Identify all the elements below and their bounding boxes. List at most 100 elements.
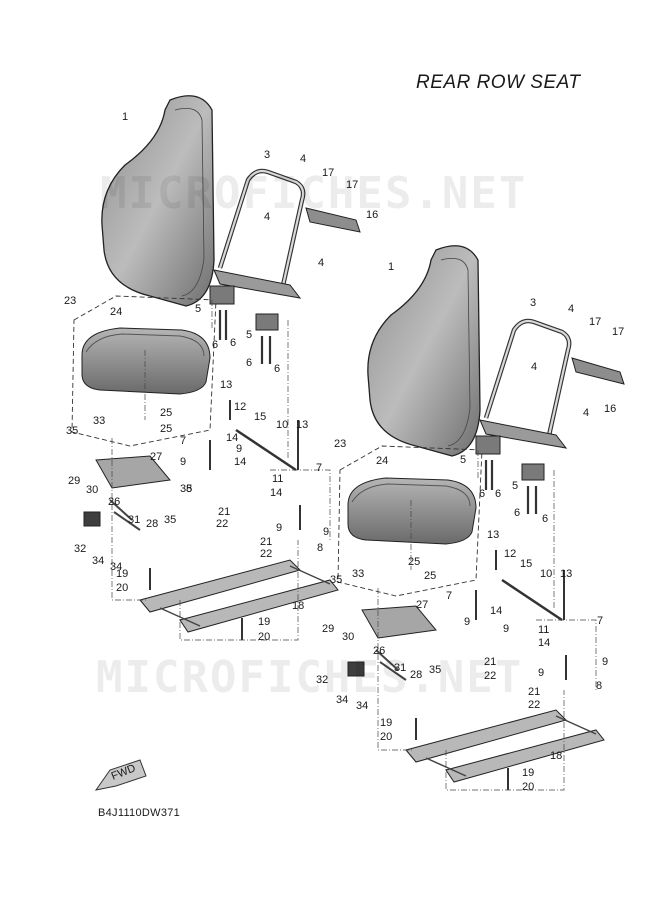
right-callout-15: 15 <box>520 558 532 570</box>
seat-cushion-right <box>347 477 477 545</box>
left-callout-8: 8 <box>317 542 323 554</box>
left-callout-16: 16 <box>366 209 378 221</box>
left-callout-9: 9 <box>180 456 186 468</box>
right-callout-25: 25 <box>424 570 436 582</box>
right-callout-22: 22 <box>484 670 496 682</box>
right-callout-20: 20 <box>522 781 534 793</box>
left-callout-6: 6 <box>246 357 252 369</box>
left-callout-21: 21 <box>260 536 272 548</box>
right-callout-33: 33 <box>352 568 364 580</box>
right-callout-32: 32 <box>316 674 328 686</box>
left-callout-27: 27 <box>150 451 162 463</box>
right-callout-29: 29 <box>322 623 334 635</box>
right-callout-20: 20 <box>380 731 392 743</box>
left-callout-5: 5 <box>246 329 252 341</box>
left-callout-26: 26 <box>108 496 120 508</box>
left-callout-7: 7 <box>180 435 186 447</box>
bracket-16-left <box>305 207 361 233</box>
left-callout-9: 9 <box>236 443 242 455</box>
left-callout-4: 4 <box>264 211 270 223</box>
right-callout-28: 28 <box>410 669 422 681</box>
left-callout-10: 10 <box>276 419 288 431</box>
right-callout-14: 14 <box>538 637 550 649</box>
left-callout-32: 32 <box>74 543 86 555</box>
left-callout-20: 20 <box>116 582 128 594</box>
right-callout-10: 10 <box>540 568 552 580</box>
left-callout-24: 24 <box>110 306 122 318</box>
right-callout-19: 19 <box>380 717 392 729</box>
right-callout-31: 31 <box>394 662 406 674</box>
right-callout-25: 25 <box>408 556 420 568</box>
left-callout-30: 30 <box>86 484 98 496</box>
base-plate-27-left <box>95 455 171 489</box>
seat-back-left <box>101 95 215 307</box>
left-callout-14: 14 <box>270 487 282 499</box>
left-callout-9: 9 <box>323 526 329 538</box>
left-callout-25: 25 <box>160 423 172 435</box>
right-callout-7: 7 <box>597 615 603 627</box>
right-callout-21: 21 <box>484 656 496 668</box>
left-callout-34: 34 <box>92 555 104 567</box>
left-seat-assembly <box>71 95 361 641</box>
left-callout-6: 6 <box>230 337 236 349</box>
right-callout-9: 9 <box>503 623 509 635</box>
right-callout-21: 21 <box>528 686 540 698</box>
left-callout-29: 29 <box>68 475 80 487</box>
left-callout-25: 25 <box>160 407 172 419</box>
right-callout-16: 16 <box>604 403 616 415</box>
right-callout-17: 17 <box>589 316 601 328</box>
right-callout-6: 6 <box>514 507 520 519</box>
left-callout-20: 20 <box>258 631 270 643</box>
fwd-arrow-icon <box>94 759 147 791</box>
left-callout-35: 35 <box>164 514 176 526</box>
left-callout-7: 7 <box>316 462 322 474</box>
right-callout-27: 27 <box>416 599 428 611</box>
left-callout-35: 35 <box>66 425 78 437</box>
right-callout-6: 6 <box>495 488 501 500</box>
left-callout-22: 22 <box>260 548 272 560</box>
right-callout-35: 35 <box>429 664 441 676</box>
right-callout-9: 9 <box>602 656 608 668</box>
left-callout-31: 31 <box>128 514 140 526</box>
right-seat-assembly <box>337 245 625 791</box>
right-callout-9: 9 <box>464 616 470 628</box>
right-callout-13: 13 <box>560 568 572 580</box>
right-callout-26: 26 <box>373 645 385 657</box>
right-callout-8: 8 <box>596 680 602 692</box>
right-callout-34: 34 <box>336 694 348 706</box>
diagram-code: B4J1110DW371 <box>98 807 181 819</box>
left-callout-14: 14 <box>226 432 238 444</box>
left-callout-4: 4 <box>318 257 324 269</box>
watermark-top: MICROFICHES.NET <box>100 168 528 219</box>
right-callout-6: 6 <box>542 513 548 525</box>
right-callout-22: 22 <box>528 699 540 711</box>
right-callout-1: 1 <box>388 261 394 273</box>
left-callout-14: 14 <box>234 456 246 468</box>
right-callout-17: 17 <box>612 326 624 338</box>
right-callout-9: 9 <box>538 667 544 679</box>
right-callout-13: 13 <box>487 529 499 541</box>
diagram-title: REAR ROW SEAT <box>416 72 581 93</box>
left-callout-35: 35 <box>180 483 192 495</box>
right-callout-24: 24 <box>376 455 388 467</box>
left-callout-17: 17 <box>346 179 358 191</box>
left-callout-28: 28 <box>146 518 158 530</box>
left-callout-6: 6 <box>274 363 280 375</box>
base-plate-27-right <box>361 605 437 639</box>
slide-rails-18-right <box>405 709 605 783</box>
left-callout-4: 4 <box>300 153 306 165</box>
bracket-16-right <box>571 357 625 385</box>
left-callout-13: 13 <box>220 379 232 391</box>
right-callout-5: 5 <box>460 454 466 466</box>
left-callout-9: 9 <box>276 522 282 534</box>
right-callout-34: 34 <box>356 700 368 712</box>
left-callout-12: 12 <box>234 401 246 413</box>
cushion-group-box-left <box>71 295 217 447</box>
left-callout-21: 21 <box>218 506 230 518</box>
seat-cushion-left <box>81 327 211 395</box>
right-callout-3: 3 <box>530 297 536 309</box>
left-callout-23: 23 <box>64 295 76 307</box>
